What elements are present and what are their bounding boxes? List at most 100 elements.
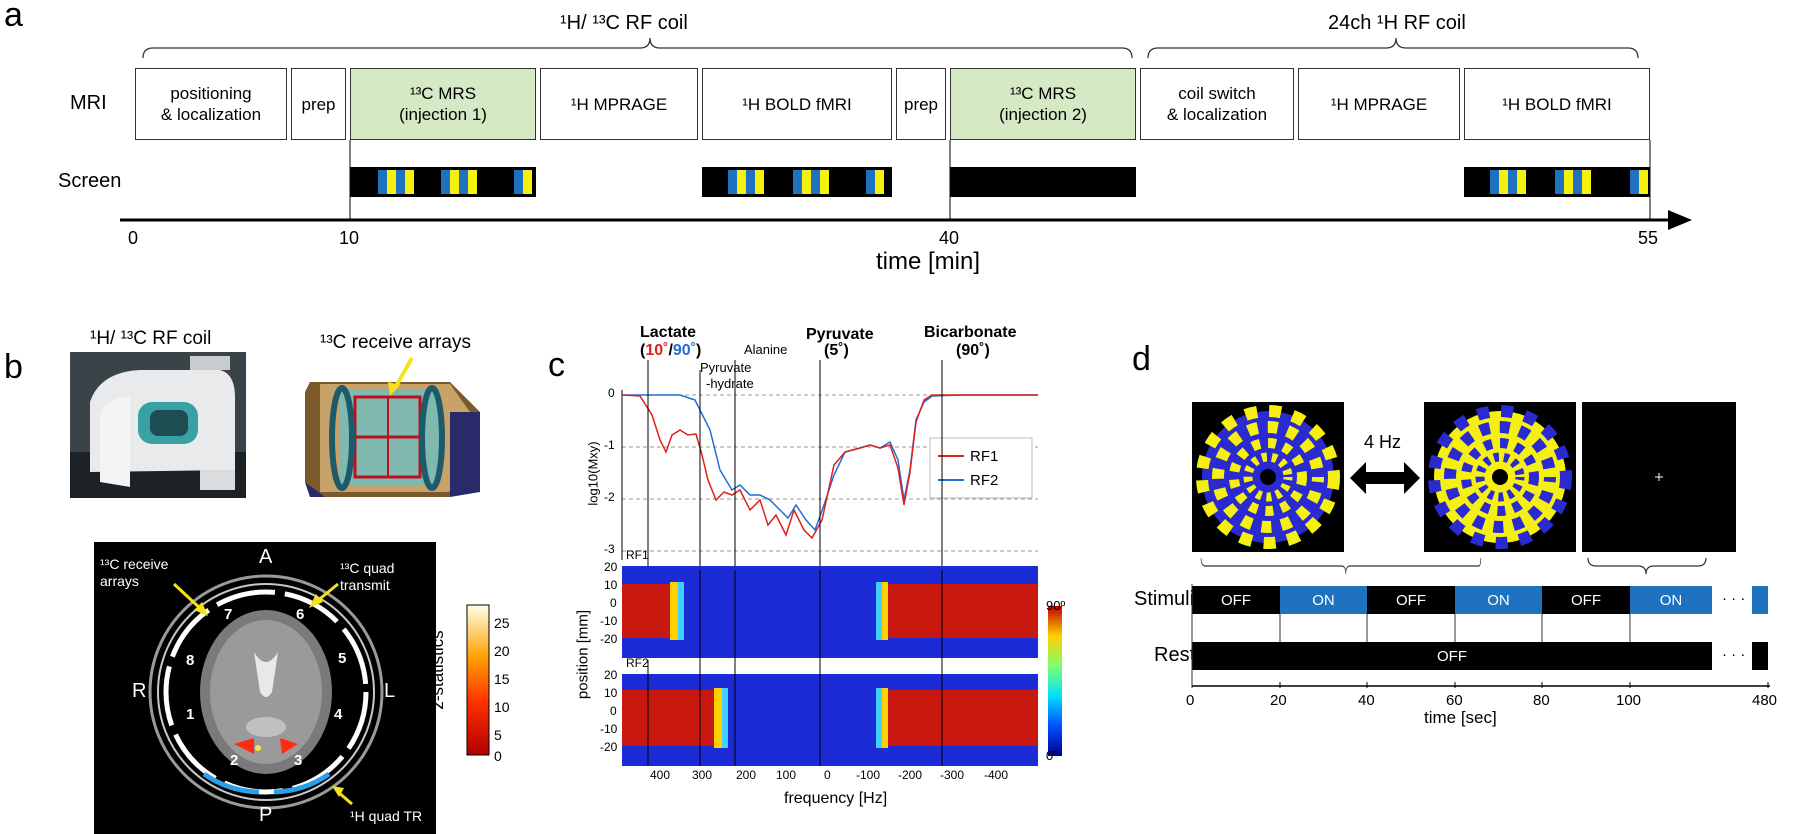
c-xtick-m300: -300 xyxy=(940,768,965,782)
screen-bar-3 xyxy=(950,167,1136,197)
stim-seg-3: OFF xyxy=(1367,586,1455,614)
c-xtick-300: 300 xyxy=(692,768,713,782)
coil-label-left: ¹H/ ¹³C RF coil xyxy=(560,12,688,34)
map-label-rf1: RF1 xyxy=(626,548,649,562)
d-tick-480: 480 xyxy=(1752,692,1778,709)
stim-seg-1: OFF xyxy=(1192,586,1280,614)
element-num-4: 4 xyxy=(334,706,343,723)
map1-ytick-m10: -10 xyxy=(600,614,618,628)
a-xlabel: time [min] xyxy=(876,248,981,275)
stimuli-row: OFF ON OFF ON OFF ON xyxy=(1192,586,1712,614)
checkerboard-2 xyxy=(1424,402,1576,552)
map-label-rf2: RF2 xyxy=(626,656,649,670)
screen-bar-1 xyxy=(350,167,536,197)
peak-lactate: Lactate xyxy=(640,324,697,341)
legend-rf2: RF2 xyxy=(970,472,999,489)
map2-ytick-20: 20 xyxy=(604,668,618,682)
zstat-tick-20: 20 xyxy=(494,643,510,659)
map1-ytick-10: 10 xyxy=(604,578,618,592)
c-xtick-m400: -400 xyxy=(984,768,1009,782)
c-xtick-400: 400 xyxy=(650,768,671,782)
map2-ytick-0: 0 xyxy=(610,704,617,718)
stim-seg-4: ON xyxy=(1455,586,1542,614)
block-prep-2: prep xyxy=(896,68,946,140)
panel-label-d: d xyxy=(1132,340,1151,378)
d-tick-0: 0 xyxy=(1186,692,1195,709)
peak-pyruvate-angle: (5˚) xyxy=(824,342,849,359)
c-yticks-top-0: 0 xyxy=(608,386,615,400)
rest-screen xyxy=(1582,402,1736,552)
c-xtick-m100: -100 xyxy=(856,768,881,782)
d-braces xyxy=(1200,557,1707,575)
c-xtick-200: 200 xyxy=(736,768,757,782)
stim-ellipsis: · · · xyxy=(1722,590,1746,607)
block-c13-mrs-1: ¹³C MRS (injection 1) xyxy=(350,68,536,140)
element-num-7: 7 xyxy=(224,606,233,623)
label-receive-arrays: ¹³C receive arrays xyxy=(100,556,169,589)
c-yticks-top-2: -2 xyxy=(604,490,615,504)
screen-bar-2 xyxy=(702,167,892,197)
freq-label: 4 Hz xyxy=(1364,432,1402,452)
a-tick-55: 55 xyxy=(1638,228,1659,248)
panel-a-graphics xyxy=(120,37,1692,230)
legend-rf1: RF1 xyxy=(970,448,999,465)
peak-pyruvate-hydrate-2: -hydrate xyxy=(706,376,754,391)
lactate-open: ( xyxy=(640,342,646,359)
coil-label-right: 24ch ¹H RF coil xyxy=(1328,12,1466,34)
label-quad-tr: ¹H quad TR xyxy=(350,808,423,824)
lactate-angle-rf2: 90˚ xyxy=(672,342,697,359)
block-bold-2: ¹H BOLD fMRI xyxy=(1464,68,1650,140)
rest-end-seg xyxy=(1752,642,1768,670)
block-c13-mrs-2: ¹³C MRS (injection 2) xyxy=(950,68,1136,140)
rest-off-label: OFF xyxy=(1437,647,1467,665)
rest-ellipsis: · · · xyxy=(1722,646,1746,663)
peak-lactate-angles: (10˚/90˚) xyxy=(640,342,701,360)
element-num-2: 2 xyxy=(230,752,239,769)
c-xtick-0: 0 xyxy=(824,768,831,782)
zstat-tick-5: 5 xyxy=(494,727,502,743)
c-xlabel: frequency [Hz] xyxy=(784,790,888,807)
zstat-tick-0: 0 xyxy=(494,748,502,764)
block-prep-1: prep xyxy=(291,68,346,140)
stim-end-seg xyxy=(1752,586,1768,614)
row-label-mri: MRI xyxy=(70,92,107,114)
dir-A: A xyxy=(259,546,273,568)
element-num-6: 6 xyxy=(296,606,305,623)
peak-pyruvate: Pyruvate xyxy=(806,326,874,343)
d-tick-20: 20 xyxy=(1270,692,1287,709)
lactate-angle-rf1: 10˚ xyxy=(645,342,669,359)
map1-ytick-0: 0 xyxy=(610,596,617,610)
zstat-tick-10: 10 xyxy=(494,699,510,715)
lactate-sep: / xyxy=(668,342,673,359)
dir-L: L xyxy=(384,680,396,702)
brace-left xyxy=(142,37,1133,59)
peak-bicarbonate-angle: (90˚) xyxy=(956,342,990,359)
a-tick-40: 40 xyxy=(939,228,960,248)
block-coil-switch: coil switch & localization xyxy=(1140,68,1294,140)
d-tick-40: 40 xyxy=(1358,692,1375,709)
a-tick-0: 0 xyxy=(128,228,139,248)
checkerboard-1 xyxy=(1192,402,1344,552)
block-mprage-2: ¹H MPRAGE xyxy=(1298,68,1460,140)
dir-R: R xyxy=(132,680,147,702)
receive-arrays-drawing xyxy=(305,357,480,497)
stim-seg-6: ON xyxy=(1630,586,1712,614)
panel-label-a: a xyxy=(4,0,23,34)
c-cbar-top: 90º xyxy=(1046,598,1066,613)
brain-image xyxy=(94,542,436,834)
block-bold-1: ¹H BOLD fMRI xyxy=(702,68,892,140)
rest-bar: OFF xyxy=(1192,642,1712,670)
row-label-stimuli: Stimuli xyxy=(1134,588,1195,610)
a-tick-10: 10 xyxy=(339,228,360,248)
panel-label-b: b xyxy=(4,348,23,386)
double-arrow xyxy=(1350,462,1420,494)
row-label-screen: Screen xyxy=(58,170,122,192)
zstat-tick-25: 25 xyxy=(494,615,510,631)
element-num-8: 8 xyxy=(186,652,195,669)
c-cbar-bottom: 0º xyxy=(1046,748,1058,763)
arrays-title: ¹³C receive arrays xyxy=(320,332,471,353)
map1-ytick-m20: -20 xyxy=(600,632,618,646)
stim-seg-5: OFF xyxy=(1542,586,1630,614)
stim-seg-2: ON xyxy=(1280,586,1367,614)
d-gridlines xyxy=(1191,584,1770,688)
